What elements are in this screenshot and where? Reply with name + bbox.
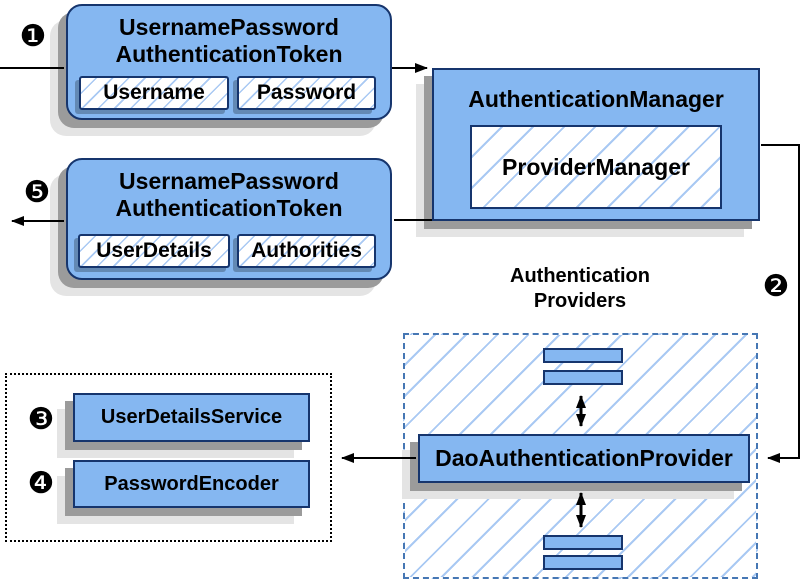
step-3-badge: ❸ <box>27 403 55 436</box>
request-token-title-line1: UsernamePassword <box>119 14 339 40</box>
step-2-badge: ❷ <box>762 270 790 303</box>
authorities-field-label: Authorities <box>251 239 362 262</box>
provider-manager-label: ProviderManager <box>502 153 690 180</box>
result-token-title-line2: AuthenticationToken <box>115 195 343 221</box>
dao-authentication-provider-box: DaoAuthenticationProvider <box>418 434 750 483</box>
provider-stack-bar-bottom-1 <box>543 535 623 550</box>
password-field-label: Password <box>256 81 357 104</box>
provider-stack-bar-bottom-2 <box>543 555 623 570</box>
authentication-providers-label-line2: Providers <box>533 290 627 312</box>
result-token-box: UsernamePassword AuthenticationToken Use… <box>66 158 392 280</box>
collaborators-group <box>5 373 332 542</box>
userdetails-field-box: UserDetails <box>78 234 230 268</box>
authorities-field-box: Authorities <box>237 234 376 268</box>
result-token-title-line1: UsernamePassword <box>119 168 339 194</box>
step-4-badge: ❹ <box>27 467 55 500</box>
request-token-title-line2: AuthenticationToken <box>115 41 343 67</box>
provider-manager-box: ProviderManager <box>470 125 722 209</box>
username-field-box: Username <box>79 76 229 110</box>
password-encoder-label: PasswordEncoder <box>104 472 279 495</box>
username-field-label: Username <box>103 81 205 104</box>
result-token-title: UsernamePassword AuthenticationToken <box>68 168 390 222</box>
password-encoder-box: PasswordEncoder <box>73 460 310 508</box>
request-token-box: UsernamePassword AuthenticationToken Use… <box>66 4 392 120</box>
step-5-badge: ❺ <box>23 176 51 209</box>
authentication-providers-label-line1: Authentication <box>510 265 650 287</box>
userdetails-field-label: UserDetails <box>96 239 212 262</box>
user-details-service-label: UserDetailsService <box>100 406 283 428</box>
authentication-providers-label: Authentication Providers <box>455 264 705 314</box>
provider-stack-bar-top-2 <box>543 370 623 385</box>
dao-authentication-provider-label: DaoAuthenticationProvider <box>435 445 733 471</box>
authentication-manager-title: AuthenticationManager <box>468 86 724 112</box>
authentication-manager-box: AuthenticationManager ProviderManager <box>432 68 760 221</box>
provider-stack-bar-top-1 <box>543 348 623 363</box>
user-details-service-box: UserDetailsService <box>73 393 310 442</box>
step-1-badge: ❶ <box>19 20 47 53</box>
request-token-title: UsernamePassword AuthenticationToken <box>68 14 390 68</box>
password-field-box: Password <box>237 76 376 110</box>
